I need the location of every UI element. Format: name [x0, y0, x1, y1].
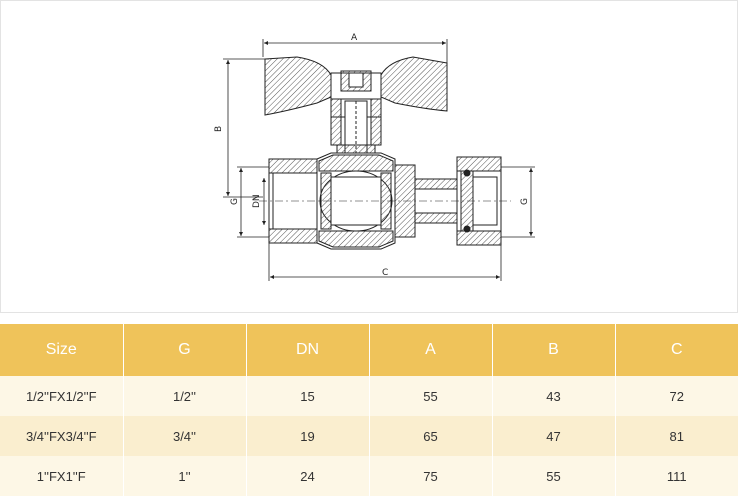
technical-drawing: A B G DN G C: [0, 0, 738, 313]
header-c: C: [615, 324, 738, 376]
cell-dn: 19: [246, 416, 370, 456]
header-dn: DN: [246, 324, 370, 376]
table-row: 1''FX1''F 1'' 24 75 55 111: [0, 456, 738, 496]
label-c: C: [382, 268, 388, 278]
cell-g: 1/2'': [123, 376, 247, 416]
header-size: Size: [0, 324, 124, 376]
cell-a: 75: [369, 456, 493, 496]
cell-dn: 15: [246, 376, 370, 416]
header-g: G: [123, 324, 247, 376]
ball-valve-drawing: A B G DN G C: [214, 33, 535, 281]
label-g-right: G: [520, 198, 530, 205]
label-a: A: [351, 33, 358, 43]
label-g-left: G: [230, 198, 240, 205]
label-dn: DN: [252, 194, 262, 208]
cell-b: 55: [492, 456, 616, 496]
valve-stem: [330, 98, 382, 162]
cell-size: 1''FX1''F: [0, 456, 124, 496]
cell-c: 111: [615, 456, 738, 496]
table-row: 3/4''FX3/4''F 3/4'' 19 65 47 81: [0, 416, 738, 456]
cell-b: 47: [492, 416, 616, 456]
header-a: A: [369, 324, 493, 376]
cell-a: 55: [369, 376, 493, 416]
cell-c: 81: [615, 416, 738, 456]
header-b: B: [492, 324, 616, 376]
cell-g: 1'': [123, 456, 247, 496]
cell-size: 1/2''FX1/2''F: [0, 376, 124, 416]
spec-table: Size G DN A B C 1/2''FX1/2''F 1/2'' 15 5…: [0, 324, 738, 496]
label-b: B: [214, 126, 224, 132]
cell-c: 72: [615, 376, 738, 416]
butterfly-handle: [264, 56, 448, 116]
cell-g: 3/4'': [123, 416, 247, 456]
cell-dn: 24: [246, 456, 370, 496]
cell-size: 3/4''FX3/4''F: [0, 416, 124, 456]
cell-a: 65: [369, 416, 493, 456]
table-row: 1/2''FX1/2''F 1/2'' 15 55 43 72: [0, 376, 738, 416]
cell-b: 43: [492, 376, 616, 416]
table-header-row: Size G DN A B C: [0, 324, 738, 376]
